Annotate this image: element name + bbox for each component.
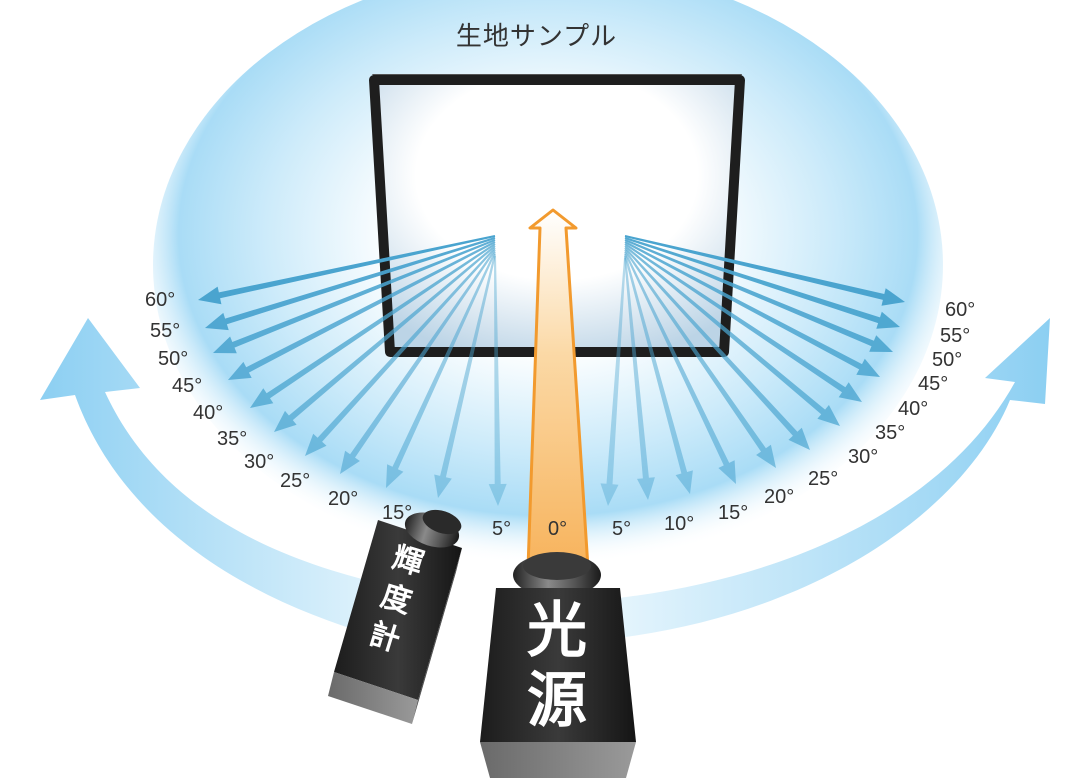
reflection-arrow-left-7	[305, 247, 496, 456]
angle-label-right-50: 50°	[932, 349, 963, 371]
reflection-arrow-left-9	[386, 251, 496, 488]
reflection-arrow-right-1	[624, 235, 905, 306]
reflection-arrow-right-11	[624, 255, 655, 500]
luminance-meter	[328, 509, 462, 724]
reflection-arrow-left-10	[434, 253, 496, 498]
angle-label-left-5: 5°	[492, 518, 512, 540]
reflection-arrow-left-5	[250, 243, 496, 408]
right-rotation-arrow	[600, 318, 1050, 640]
reflection-arrow-right-10	[624, 253, 693, 494]
light-source-device	[480, 552, 636, 778]
reflection-arrow-right-6	[624, 245, 840, 426]
reflection-arrow-right-5	[624, 243, 862, 402]
angle-label-right-55: 55°	[940, 325, 971, 347]
angle-label-right-35: 35°	[875, 422, 906, 444]
angle-label-right-20: 20°	[764, 486, 795, 508]
reflection-arrow-left-3	[213, 239, 496, 354]
reflection-arrow-right-9	[624, 251, 736, 484]
reflection-arrow-right-8	[624, 249, 776, 468]
angle-label-left-45: 45°	[172, 375, 203, 397]
angle-label-right-15: 15°	[718, 502, 749, 524]
light-source-char-1: 光	[527, 596, 587, 666]
angle-label-left-20: 20°	[328, 488, 359, 510]
angle-label-right-45: 45°	[918, 373, 949, 395]
angle-label-left-30: 30°	[244, 451, 275, 473]
reflection-arrows	[198, 235, 905, 506]
reflection-arrow-left-2	[205, 237, 496, 331]
angle-label-center-0: 0°	[548, 518, 568, 540]
angle-label-left-35: 35°	[217, 428, 248, 450]
reflection-arrow-right-12	[600, 257, 626, 506]
fabric-sample-title: 生地サンプル	[455, 22, 618, 52]
reflection-arrow-left-4	[228, 241, 496, 380]
reflection-arrow-right-7	[624, 247, 810, 450]
angle-label-right-40: 40°	[898, 398, 929, 420]
angle-label-right-30: 30°	[848, 446, 879, 468]
angle-label-right-60: 60°	[945, 299, 976, 321]
angle-label-right-10: 10°	[664, 513, 695, 535]
angle-label-left-60: 60°	[145, 289, 176, 311]
reflection-arrow-left-6	[274, 245, 496, 432]
angle-label-left-25: 25°	[280, 470, 311, 492]
angle-label-right-5: 5°	[612, 518, 632, 540]
angle-label-left-55: 55°	[150, 320, 181, 342]
angle-label-left-15: 15°	[382, 502, 413, 524]
reflection-arrow-right-2	[624, 237, 900, 329]
reflection-arrow-left-1	[198, 235, 496, 305]
reflection-arrow-left-8	[340, 249, 496, 474]
reflection-arrow-right-4	[624, 241, 880, 377]
light-source-char-2: 源	[527, 666, 587, 736]
light-source-label: 光 源	[514, 596, 600, 736]
angle-label-right-25: 25°	[808, 468, 839, 490]
reflection-arrow-left-11	[488, 256, 507, 506]
incident-light-beam	[526, 208, 590, 570]
angle-label-left-40: 40°	[193, 402, 224, 424]
reflection-arrow-right-3	[624, 239, 893, 352]
angle-label-left-50: 50°	[158, 348, 189, 370]
